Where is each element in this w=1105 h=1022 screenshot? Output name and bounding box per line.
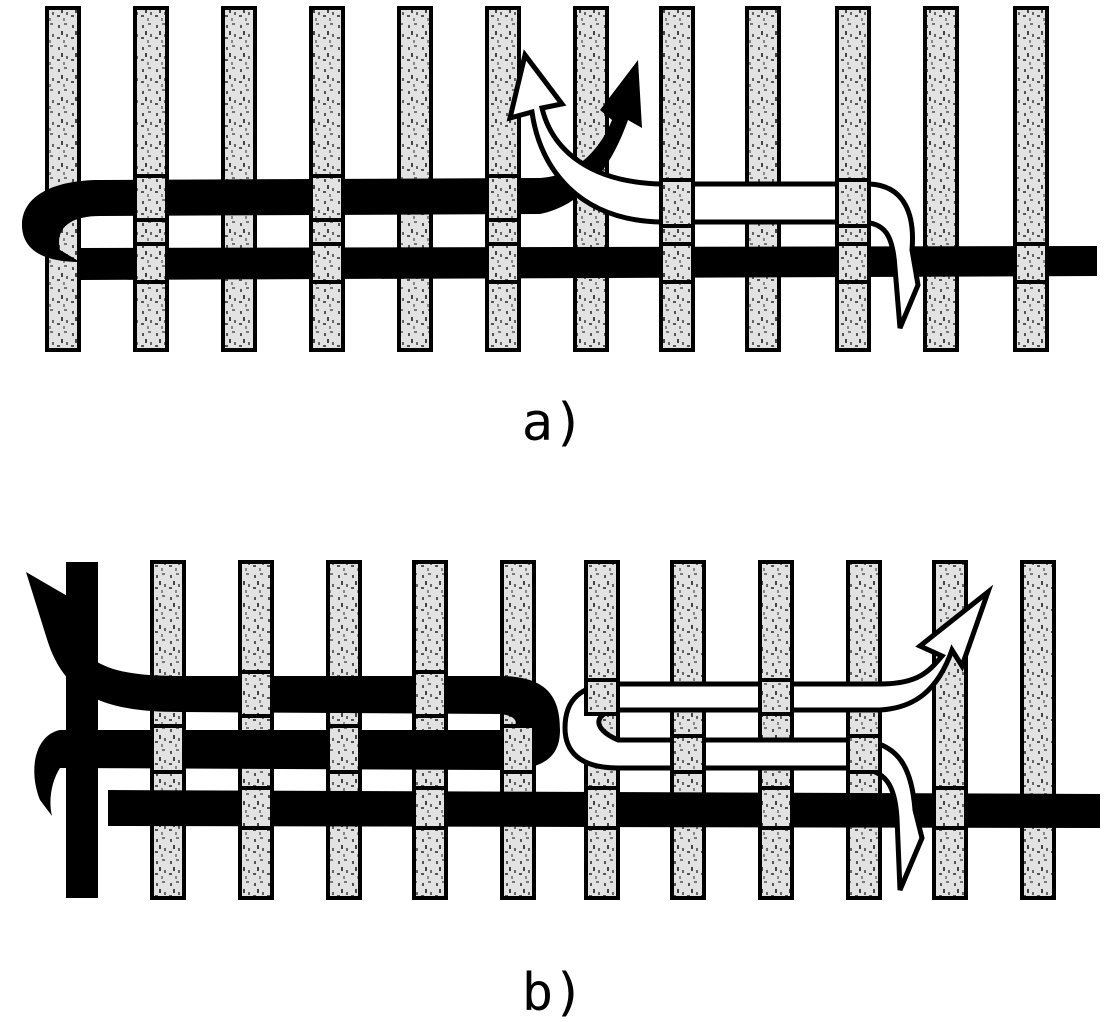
cane-over (500, 724, 536, 774)
cane (670, 560, 706, 900)
panel-a-white-weaver (506, 49, 921, 329)
cane-over (659, 242, 695, 284)
cane-over (835, 242, 871, 284)
cane (846, 560, 882, 900)
cane-over (133, 174, 169, 222)
cane-over (670, 734, 706, 774)
cane-over (846, 734, 882, 774)
cane-over (309, 242, 345, 284)
cane-over (150, 724, 186, 774)
cane-over (238, 670, 274, 718)
cane (758, 560, 794, 900)
panel-b: b) (26, 560, 1100, 1022)
cane-over (659, 178, 695, 228)
panel-a-bottom-weaver (80, 246, 1097, 280)
cane-over (758, 678, 794, 716)
cane (221, 6, 257, 352)
cane-over (412, 786, 448, 830)
cane (1020, 560, 1056, 900)
panel-b-black-weaver (26, 572, 560, 816)
panel-b-caption: b) (522, 963, 585, 1022)
cane-over (932, 786, 968, 830)
cane-over (485, 242, 521, 284)
panel-a: a) (22, 6, 1097, 453)
panel-a-caption: a) (522, 393, 585, 453)
cane-over (309, 174, 345, 222)
cane-over (238, 786, 274, 830)
cane-over (1013, 242, 1049, 284)
cane (1013, 6, 1049, 352)
cane-over (133, 242, 169, 284)
cane-over (326, 724, 362, 774)
cane-over (485, 174, 521, 222)
cane (923, 6, 959, 352)
cane (45, 6, 81, 352)
panel-b-white-weaver (562, 584, 994, 891)
cane-over (584, 678, 620, 716)
cane-over (412, 670, 448, 718)
cane-over (584, 786, 620, 830)
cane (745, 6, 781, 352)
cane-over (835, 178, 871, 228)
cane-over (758, 786, 794, 830)
